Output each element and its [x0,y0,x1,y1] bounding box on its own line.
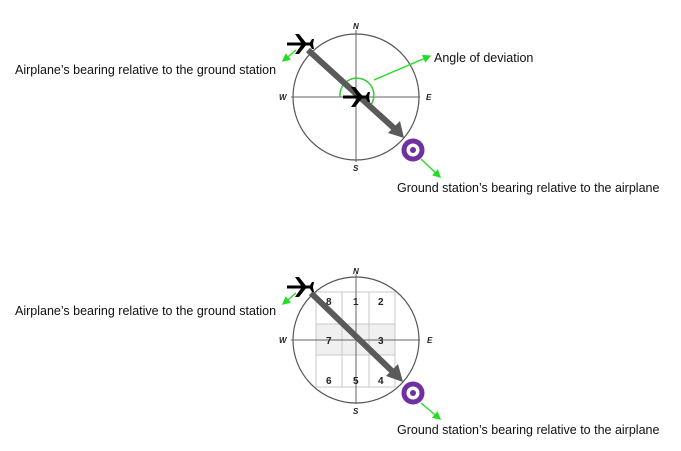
airplane-bearing-pointer [281,49,297,62]
station-bearing-pointer [420,402,442,420]
compass-west-label: W [279,93,288,102]
airplane-bearing-pointer [281,292,297,305]
sector-5: 5 [353,376,359,387]
angle-of-deviation-label: Angle of deviation [434,51,533,65]
airplane-bearing-label: Airplane’s bearing relative to the groun… [15,304,276,318]
airplane-bearing-label: Airplane’s bearing relative to the groun… [15,63,276,77]
compass-east-label: E [426,93,432,102]
bearing-arrow [305,47,404,138]
sector-7: 7 [326,336,332,347]
compass-north-label: N [353,267,359,276]
sector-2: 2 [378,297,384,308]
bearing-arrow [308,290,403,382]
compass-south-label: S [353,164,359,173]
compass-south-label: S [353,407,359,416]
sector-8: 8 [326,297,332,308]
compass-west-label: W [279,336,288,345]
sector-4: 4 [378,376,384,387]
compass-east-label: E [427,336,433,345]
ground-station-icon [401,138,425,162]
station-bearing-label: Ground station’s bearing relative to the… [397,181,659,195]
ground-station-icon [401,381,425,405]
sector-1: 1 [353,297,359,308]
station-bearing-label: Ground station’s bearing relative to the… [397,423,659,437]
diagram-top: N S E W Airplane’s bearing relative to t… [15,22,659,195]
sector-6: 6 [326,376,332,387]
diagram-bottom: N S E W 1 2 3 4 5 6 7 8 Airplane’s beari… [15,267,659,437]
sector-3: 3 [378,336,384,347]
station-bearing-pointer [420,158,442,178]
compass-north-label: N [353,22,359,31]
angle-of-deviation-arc [339,77,375,107]
angle-pointer [373,54,432,81]
airplane-icon [285,275,316,299]
